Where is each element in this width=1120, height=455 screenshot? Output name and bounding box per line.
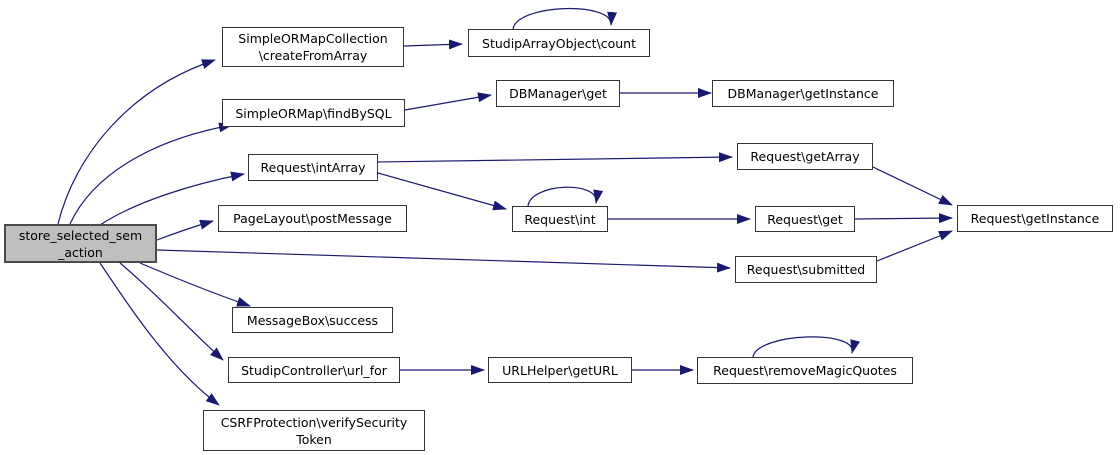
edge-count-self-loop: [512, 7, 618, 30]
edge-reqget-to-reqgetinstance: [854, 213, 953, 224]
node-messagebox-success[interactable]: MessageBox\success: [232, 307, 393, 333]
node-dbmanager-getinstance[interactable]: DBManager\getInstance: [712, 80, 894, 107]
edge-root-to-success: [139, 262, 251, 307]
edge-root-to-submitted: [156, 249, 731, 273]
node-pagelayout-postmessage[interactable]: PageLayout\postMessage: [218, 205, 407, 232]
node-studipcontroller-url-for[interactable]: StudipController\url_for: [228, 357, 400, 383]
node-request-get[interactable]: Request\get: [755, 206, 855, 232]
edge-root-to-createfromarray: [57, 59, 216, 225]
node-request-intarray[interactable]: Request\intArray: [248, 154, 378, 181]
node-request-int[interactable]: Request\int: [512, 206, 608, 232]
node-request-getarray[interactable]: Request\getArray: [737, 143, 873, 170]
edge-createfromarray-to-count: [403, 39, 463, 50]
node-dbmanager-get[interactable]: DBManager\get: [496, 80, 620, 107]
node-request-getinstance[interactable]: Request\getInstance: [957, 205, 1113, 232]
edge-root-to-intarray: [99, 171, 245, 226]
node-simpleormapcollection-createfromarray[interactable]: SimpleORMapCollection \createFromArray: [222, 27, 404, 67]
node-store-selected-sem-action[interactable]: store_selected_sem _action: [4, 224, 157, 263]
node-csrfprotection-verifysecuritytoken[interactable]: CSRFProtection\verifySecurity Token: [203, 410, 425, 451]
edge-removemagicquotes-self-loop: [752, 336, 860, 358]
node-urlhelper-geturl[interactable]: URLHelper\getURL: [488, 357, 632, 383]
node-request-submitted[interactable]: Request\submitted: [735, 256, 877, 283]
edge-submitted-to-reqgetinstance: [876, 230, 953, 262]
node-studiparrayobject-count[interactable]: StudipArrayObject\count: [468, 29, 650, 57]
edge-root-to-postmessage: [156, 219, 214, 241]
node-simpleormap-findbysql[interactable]: SimpleORMap\findBySQL: [222, 99, 405, 127]
edge-root-to-findbysql: [69, 122, 233, 225]
edge-getarray-to-reqgetinstance: [872, 166, 953, 206]
node-request-removemagicquotes[interactable]: Request\removeMagicQuotes: [697, 357, 913, 384]
edge-root-to-urlfor: [119, 262, 224, 361]
edge-intarray-to-reqint: [377, 172, 507, 211]
edge-intarray-to-getarray: [377, 152, 733, 163]
edge-root-to-csrf: [99, 262, 220, 406]
edge-reqint-self-loop: [527, 186, 604, 207]
edge-findbysql-to-dbget: [404, 92, 492, 111]
